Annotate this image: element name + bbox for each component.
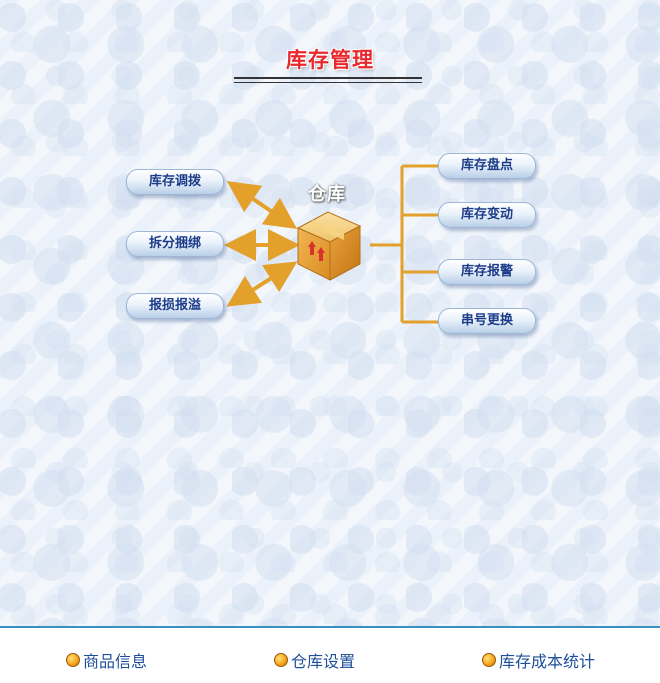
orange-bullet-icon xyxy=(66,653,80,667)
orange-bullet-icon xyxy=(274,653,288,667)
stock-alert-button[interactable]: 库存报警 xyxy=(438,259,536,285)
stock-cost-stats-label: 库存成本统计 xyxy=(499,652,596,671)
serial-replace-button[interactable]: 串号更换 xyxy=(438,308,536,334)
loss-overflow-button[interactable]: 报损报溢 xyxy=(126,293,224,319)
footer-bar xyxy=(0,628,660,683)
product-info-link[interactable]: 商品信息 xyxy=(66,648,147,672)
warehouse-label: 仓库 xyxy=(308,184,346,205)
cardboard-box-icon xyxy=(296,211,362,281)
footer-divider xyxy=(0,626,660,628)
stock-count-button[interactable]: 库存盘点 xyxy=(438,153,536,179)
product-info-label: 商品信息 xyxy=(83,652,148,671)
warehouse-settings-link[interactable]: 仓库设置 xyxy=(274,648,355,672)
stock-cost-stats-link[interactable]: 库存成本统计 xyxy=(482,648,595,672)
arrow-to-loss-overflow xyxy=(226,261,298,307)
stock-transfer-button[interactable]: 库存调拨 xyxy=(126,169,224,195)
warehouse-settings-label: 仓库设置 xyxy=(291,652,356,671)
orange-bullet-icon xyxy=(482,653,496,667)
title-underline xyxy=(234,77,422,83)
right-bracket-connector xyxy=(370,164,440,324)
split-bundle-button[interactable]: 拆分捆绑 xyxy=(126,231,224,257)
page-title: 库存管理 xyxy=(286,48,374,72)
arrow-to-transfer xyxy=(226,180,298,230)
stock-change-button[interactable]: 库存变动 xyxy=(438,202,536,228)
